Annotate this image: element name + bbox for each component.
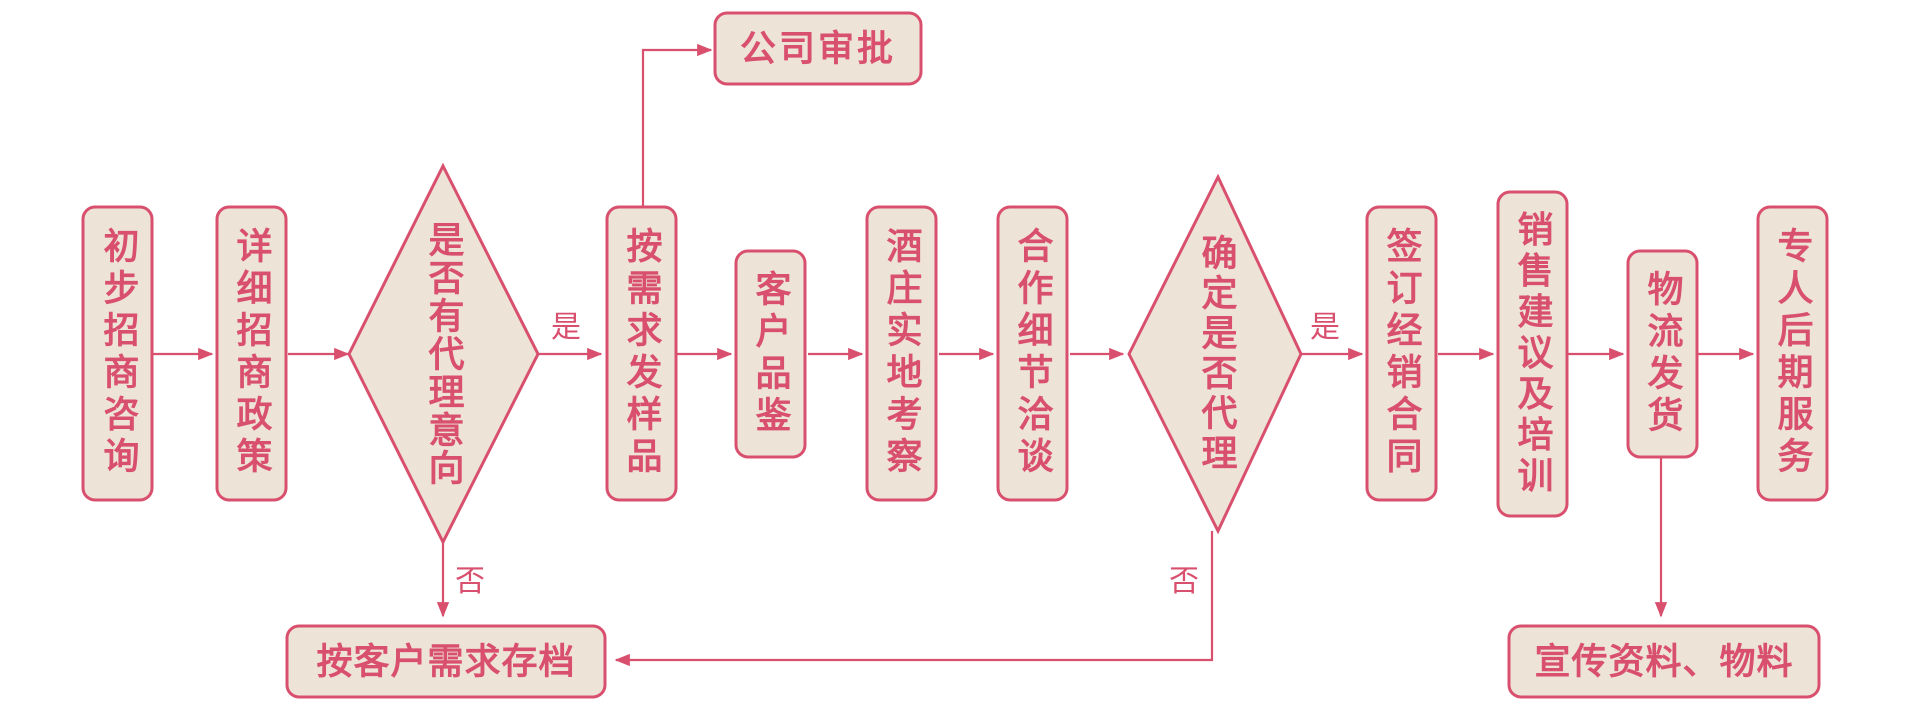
node-detailed-policy: 详细招商政策 xyxy=(215,205,288,502)
node-initial-inquiry: 初步招商咨询 xyxy=(81,205,154,502)
intent-yes-label: 是 xyxy=(551,310,581,345)
node-materials-label: 宣传资料、物料 xyxy=(1534,642,1793,683)
node-cooperation-talks-label: 合作细节洽谈 xyxy=(1012,227,1054,479)
connectors xyxy=(153,43,1755,667)
arrow-samples-to-approval xyxy=(641,43,713,207)
node-detailed-policy-label: 详细招商政策 xyxy=(231,227,273,479)
node-after-sales: 专人后期服务 xyxy=(1756,205,1829,502)
node-archive-label: 按客户需求存档 xyxy=(316,642,575,683)
node-logistics: 物流发货 xyxy=(1626,249,1699,459)
node-product-tasting: 客户品鉴 xyxy=(734,249,807,459)
node-cooperation-talks: 合作细节洽谈 xyxy=(996,205,1069,502)
node-samples: 按需求发样品 xyxy=(605,205,678,502)
decision-intent: 是否有代理意向 xyxy=(347,162,540,546)
node-product-tasting-label: 客户品鉴 xyxy=(750,270,792,438)
agency-yes-label: 是 xyxy=(1310,310,1340,345)
node-company-approval-label: 公司审批 xyxy=(740,29,896,70)
node-company-approval: 公司审批 xyxy=(713,11,923,86)
node-initial-inquiry-label: 初步招商咨询 xyxy=(98,227,140,479)
node-samples-label: 按需求发样品 xyxy=(621,227,663,479)
node-winery-visit: 酒庄实地考察 xyxy=(865,205,938,502)
decision-agency: 确定是否代理 xyxy=(1127,173,1303,535)
node-sign-contract: 签订经销合同 xyxy=(1365,205,1438,502)
node-winery-visit-label: 酒庄实地考察 xyxy=(881,227,923,479)
node-materials: 宣传资料、物料 xyxy=(1507,624,1821,699)
arrow-agency-no-to-archive xyxy=(614,531,1214,667)
node-after-sales-label: 专人后期服务 xyxy=(1772,227,1814,479)
node-logistics-label: 物流发货 xyxy=(1642,270,1684,438)
node-sign-contract-label: 签订经销合同 xyxy=(1381,227,1423,479)
agency-no-label: 否 xyxy=(1169,564,1199,599)
node-sales-training-label: 销售建议及培训 xyxy=(1512,210,1554,497)
node-sales-training: 销售建议及培训 xyxy=(1496,190,1569,518)
intent-no-label: 否 xyxy=(455,564,485,599)
decision-agency-label: 确定是否代理 xyxy=(1196,234,1239,474)
decision-intent-label: 是否有代理意向 xyxy=(423,221,466,487)
node-archive: 按客户需求存档 xyxy=(285,624,607,699)
